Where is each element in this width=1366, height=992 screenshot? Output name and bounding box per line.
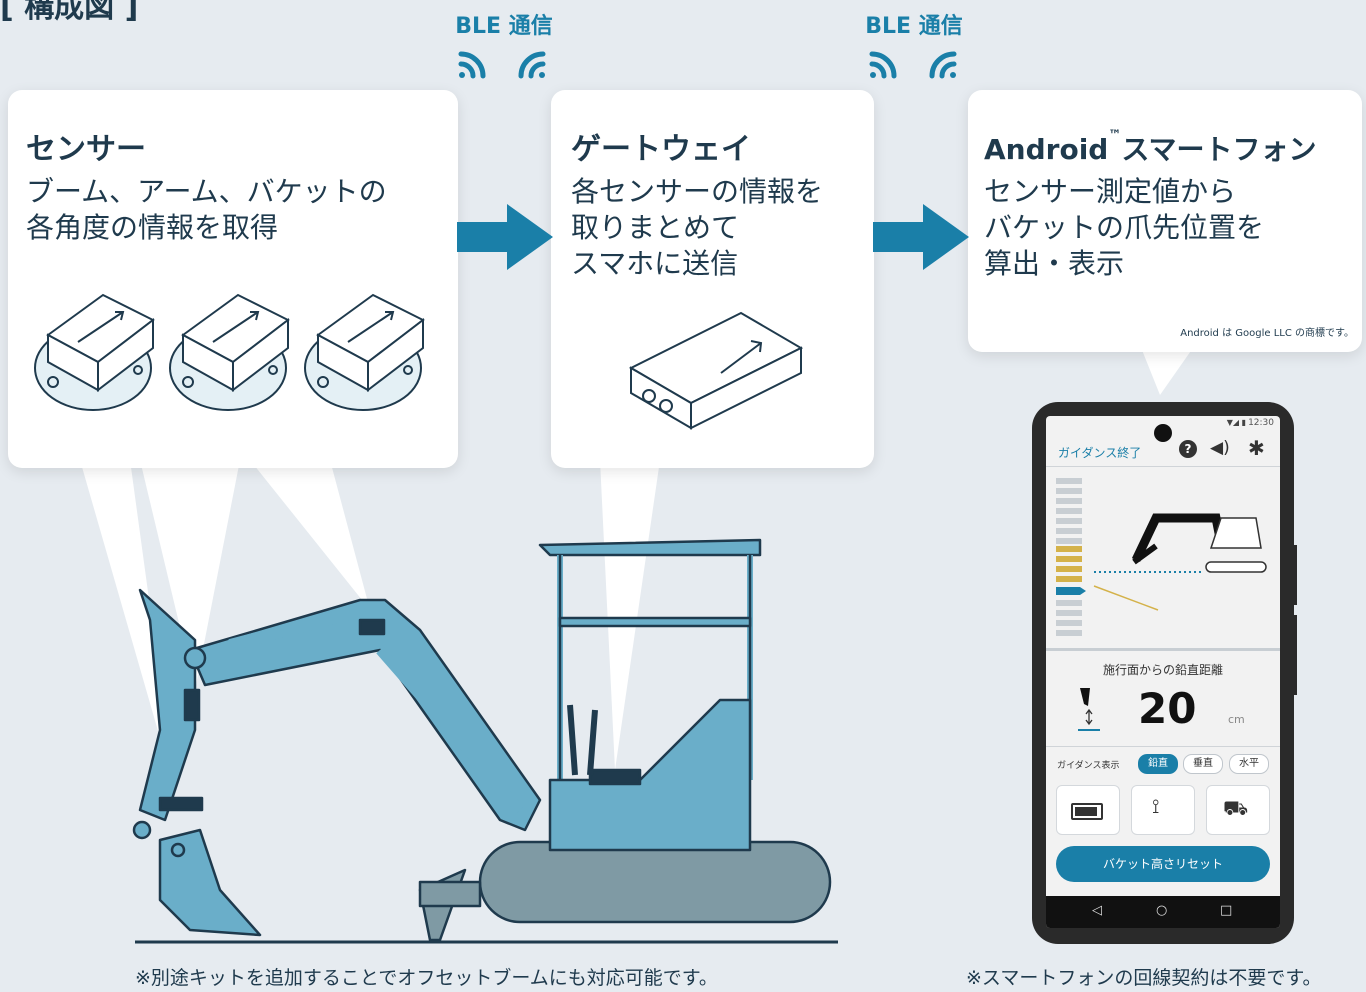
smartphone-card: Android™スマートフォン センサー測定値から バケットの爪先位置を 算出・… bbox=[968, 90, 1362, 352]
gateway-description: 各センサーの情報を 取りまとめて スマホに送信 bbox=[571, 175, 824, 280]
excavator-illustration bbox=[132, 538, 838, 944]
page-title: [ 構成図 ] bbox=[0, 0, 139, 25]
battery-tile[interactable] bbox=[1056, 785, 1120, 835]
ble-signal-icon-left bbox=[458, 51, 546, 79]
excavator-guidance-view bbox=[1056, 478, 1267, 636]
excavator-icon: ⛟ bbox=[1223, 796, 1249, 820]
home-nav-icon[interactable]: ○ bbox=[1156, 903, 1168, 918]
bucket-height-reset-button[interactable]: バケット高さリセット bbox=[1056, 846, 1270, 882]
smartphone-title-rest: スマートフォン bbox=[1121, 133, 1317, 166]
gateway-card: ゲートウェイ 各センサーの情報を 取りまとめて スマホに送信 bbox=[551, 90, 874, 468]
ble-label-left: BLE 通信 bbox=[455, 14, 553, 39]
level-bar-icon bbox=[1056, 478, 1086, 636]
volume-icon[interactable]: ◀) bbox=[1210, 438, 1230, 458]
ble-label-right: BLE 通信 bbox=[865, 14, 963, 39]
mode-horizontal-tab[interactable]: 水平 bbox=[1229, 754, 1269, 774]
vertical-measure-icon: ⟟ bbox=[1152, 794, 1160, 818]
navigation-bar: ◁ ○ □ bbox=[1046, 896, 1280, 928]
distance-label: 施行面からの鉛直距離 bbox=[1102, 663, 1223, 677]
trademark-symbol: ™ bbox=[1108, 128, 1122, 143]
arrow-right-icon-2 bbox=[873, 204, 969, 270]
gear-icon[interactable]: ✱ bbox=[1248, 436, 1265, 460]
signal-icon: ▼◢ ▮ bbox=[1226, 418, 1246, 427]
guidance-display-label: ガイダンス表示 bbox=[1057, 761, 1120, 771]
distance-value: 20 bbox=[1138, 684, 1197, 733]
guidance-end-button[interactable]: ガイダンス終了 bbox=[1058, 446, 1142, 460]
sensor-devices-icon bbox=[34, 293, 425, 411]
mode-perpendicular-tab[interactable]: 垂直 bbox=[1183, 754, 1223, 774]
footnote-offset-boom: ※別途キットを追加することでオフセットブームにも対応可能です。 bbox=[135, 967, 718, 989]
trademark-note: Android は Google LLC の商標です。 bbox=[1180, 328, 1354, 339]
help-icon[interactable]: ? bbox=[1179, 440, 1197, 458]
sensor-title: センサー bbox=[26, 132, 146, 167]
phone-screen: 12:30 ▼◢ ▮ ガイダンス終了 ? ◀) ✱ 施行面からの鉛直距離 2 bbox=[1046, 416, 1280, 928]
distance-unit: cm bbox=[1228, 713, 1245, 726]
battery-icon bbox=[1071, 803, 1103, 820]
footnote-no-contract: ※スマートフォンの回線契約は不要です。 bbox=[966, 967, 1322, 989]
smartphone-title-main: Android bbox=[984, 133, 1109, 166]
smartphone-description: センサー測定値から バケットの爪先位置を 算出・表示 bbox=[984, 175, 1265, 280]
excavator-view-tile[interactable]: ⛟ bbox=[1206, 785, 1270, 835]
camera-icon bbox=[1154, 424, 1172, 442]
back-nav-icon[interactable]: ◁ bbox=[1092, 903, 1102, 918]
gateway-device-icon bbox=[628, 311, 804, 430]
arrow-right-icon-1 bbox=[457, 204, 553, 270]
sensor-card: センサー ブーム、アーム、バケットの 各角度の情報を取得 bbox=[8, 90, 458, 468]
sensor-description: ブーム、アーム、バケットの 各角度の情報を取得 bbox=[26, 175, 387, 244]
recents-nav-icon[interactable]: □ bbox=[1220, 903, 1233, 918]
gateway-title: ゲートウェイ bbox=[571, 132, 751, 167]
status-time: 12:30 bbox=[1248, 418, 1274, 428]
bucket-depth-icon bbox=[1078, 688, 1100, 731]
ble-signal-icon-right bbox=[869, 51, 957, 79]
mode-vertical-tab[interactable]: 鉛直 bbox=[1138, 754, 1178, 774]
vertical-measure-tile[interactable]: ⟟ bbox=[1131, 785, 1195, 835]
smartphone-title: Android™スマートフォン bbox=[984, 128, 1317, 168]
